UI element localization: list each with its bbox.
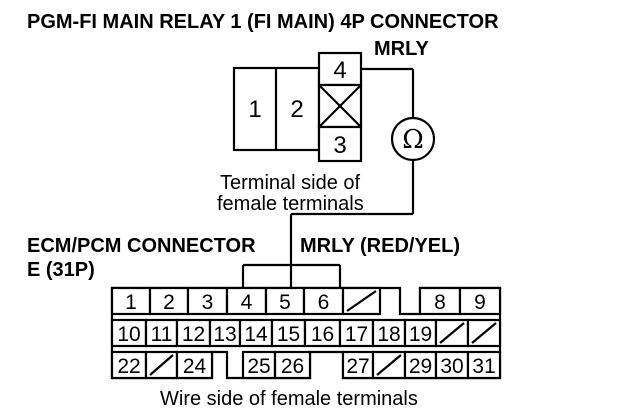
relay-pin-4: 4 bbox=[333, 57, 346, 84]
ecm-pin-label: 8 bbox=[434, 291, 446, 314]
diagram-title: PGM-FI MAIN RELAY 1 (FI MAIN) 4P CONNECT… bbox=[27, 11, 499, 33]
ecm-pin-label: 4 bbox=[241, 291, 253, 314]
ecm-pin-label: 9 bbox=[474, 291, 486, 314]
ohm-symbol-icon: Ω bbox=[402, 125, 424, 155]
relay-connector: 1 2 4 3 bbox=[232, 51, 363, 163]
ecm-cell bbox=[303, 318, 342, 348]
ecm-pin-label: 10 bbox=[117, 323, 140, 346]
ecm-cell-unused-slash bbox=[376, 354, 402, 376]
ecm-pin-label: 15 bbox=[277, 323, 300, 346]
ecm-connector-subtitle: E (31P) bbox=[27, 259, 95, 281]
ecm-cell bbox=[110, 318, 148, 348]
ecm-cell bbox=[341, 350, 375, 380]
ecm-pin-label: 18 bbox=[377, 323, 400, 346]
ecm-pin-label: 6 bbox=[318, 291, 330, 314]
ecm-key-tab bbox=[241, 263, 342, 288]
relay-caption-line2: female terminals bbox=[217, 193, 364, 215]
ecm-cell bbox=[264, 286, 306, 316]
ecm-pin-label: 13 bbox=[213, 323, 236, 346]
ecm-pin-label: 26 bbox=[281, 355, 304, 378]
ecm-cell bbox=[175, 350, 214, 380]
ecm-cell-unused-slash bbox=[471, 322, 497, 344]
relay-pin-1: 1 bbox=[248, 96, 261, 123]
ecm-connector-title: ECM/PCM CONNECTOR bbox=[27, 235, 256, 257]
ecm-cell bbox=[338, 318, 375, 348]
ecm-pin-label: 27 bbox=[346, 355, 369, 378]
ecm-cell bbox=[148, 286, 190, 316]
ecm-cell bbox=[466, 350, 502, 380]
ecm-cell bbox=[186, 286, 229, 316]
ecm-pin-label: 24 bbox=[183, 355, 207, 378]
mrly-wire-label: MRLY (RED/YEL) bbox=[300, 235, 460, 257]
relay-blank-cross-b bbox=[318, 84, 362, 128]
ecm-cell bbox=[458, 286, 502, 316]
ecm-pin-label: 25 bbox=[247, 355, 270, 378]
ecm-cell bbox=[110, 286, 152, 316]
ecm-caption: Wire side of female terminals bbox=[160, 388, 418, 410]
ecm-cell bbox=[403, 350, 438, 380]
ecm-pin-label: 5 bbox=[279, 291, 291, 314]
ecm-pin-label: 3 bbox=[202, 291, 214, 314]
ecm-cell-unused-slash bbox=[439, 322, 465, 344]
ecm-pin-label: 1 bbox=[125, 291, 137, 314]
ecm-pin-label: 12 bbox=[182, 323, 205, 346]
ecm-cell-unused-slash bbox=[346, 290, 377, 312]
mrly-terminal-label: MRLY bbox=[374, 38, 429, 60]
ecm-pin-label: 30 bbox=[440, 355, 463, 378]
ecm-cell bbox=[273, 350, 312, 380]
ecm-cell bbox=[302, 286, 345, 316]
relay-pin-3-cell bbox=[317, 125, 363, 163]
ecm-cell-unused-slash bbox=[149, 354, 174, 376]
ecm-cell bbox=[241, 350, 277, 380]
relay-pin-2: 2 bbox=[290, 96, 303, 123]
ecm-pin-label: 22 bbox=[117, 355, 140, 378]
ecm-cell bbox=[175, 318, 212, 348]
ecm-cell bbox=[403, 318, 438, 348]
relay-pin-3: 3 bbox=[333, 132, 346, 159]
ecm-pin-label: 11 bbox=[151, 323, 173, 346]
ecm-pin-label: 14 bbox=[244, 323, 268, 346]
ecm-pin-label: 16 bbox=[311, 323, 334, 346]
ecm-pin-label: 17 bbox=[345, 323, 368, 346]
ecm-pin-label: 2 bbox=[163, 291, 175, 314]
ecm-pin-label: 31 bbox=[472, 355, 495, 378]
ecm-pin-label: 29 bbox=[409, 355, 432, 378]
relay-caption-line1: Terminal side of bbox=[220, 172, 361, 194]
ecm-pin-label: 19 bbox=[409, 323, 432, 346]
ohmmeter: Ω bbox=[289, 67, 436, 288]
